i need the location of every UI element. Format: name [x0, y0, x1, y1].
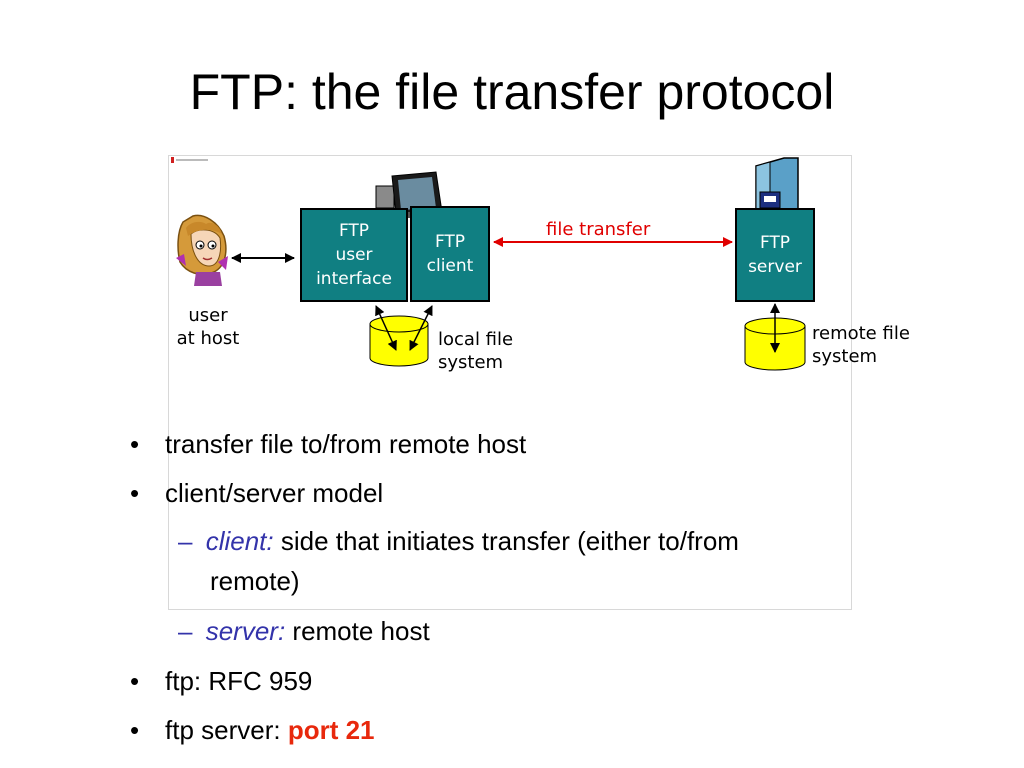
remote-fs-line-2: system — [812, 346, 878, 367]
bullet-text-with-port: ftp server: port 21 — [165, 714, 375, 746]
ftp-server-line-1: FTP — [759, 233, 791, 253]
file-transfer-label: file transfer — [546, 219, 651, 240]
ftp-server-line-2: server — [748, 257, 802, 277]
slide-title: FTP: the file transfer protocol — [189, 64, 835, 120]
user-label-line-1: user — [188, 305, 228, 326]
bullet-text: client/server model — [165, 478, 384, 508]
port-number: port 21 — [287, 715, 375, 745]
remote-file-system-label: remote file system — [812, 322, 910, 368]
local-disk-icon — [369, 315, 429, 367]
server-computer-icon — [755, 157, 799, 211]
diagram-frame — [168, 155, 852, 610]
user-label-line-2: at host — [176, 328, 240, 349]
ftp-ui-line-2: user — [335, 245, 373, 265]
frame-corner-mark — [171, 157, 208, 163]
bullet-glyph: • — [130, 478, 140, 508]
client-description-cont: remote) — [210, 566, 300, 596]
bullet-glyph: • — [130, 666, 140, 696]
ftp-ui-line-1: FTP — [338, 221, 370, 241]
local-fs-line-2: system — [438, 352, 504, 373]
server-description: remote host — [292, 616, 430, 646]
bullet-text: ftp: RFC 959 — [165, 666, 313, 696]
sub-bullet-server: – server: remote host — [178, 614, 430, 648]
bullet-glyph: • — [130, 715, 140, 745]
ftp-client-line-1: FTP — [434, 232, 466, 252]
ftp-server-box: FTP server — [735, 208, 815, 302]
local-disk-arrow-right — [409, 305, 433, 351]
client-description: side that initiates transfer (either to/… — [280, 526, 739, 556]
sub-bullet-client-continuation: remote) — [210, 564, 300, 598]
user-at-host-label: user at host — [172, 304, 244, 350]
local-file-system-label: local file system — [438, 328, 513, 374]
sub-bullet-client: – client: side that initiates transfer (… — [178, 524, 739, 558]
ftp-server-prefix: ftp server: — [165, 715, 281, 745]
user-person-icon — [176, 214, 228, 286]
dash-glyph: – — [178, 616, 193, 646]
local-disk-arrow-left — [375, 305, 397, 351]
bullet-text: transfer file to/from remote host — [165, 429, 527, 459]
local-fs-line-1: local file — [438, 329, 514, 350]
bullet-glyph: • — [130, 429, 140, 459]
remote-fs-line-1: remote file — [812, 323, 910, 344]
dash-glyph: – — [178, 526, 193, 556]
client-term: client: — [205, 526, 274, 556]
ftp-client-box: FTP client — [410, 206, 490, 302]
server-term: server: — [205, 616, 286, 646]
ftp-ui-line-3: interface — [316, 269, 392, 289]
ftp-user-interface-box: FTP user interface — [300, 208, 408, 302]
ftp-client-line-2: client — [426, 256, 474, 276]
